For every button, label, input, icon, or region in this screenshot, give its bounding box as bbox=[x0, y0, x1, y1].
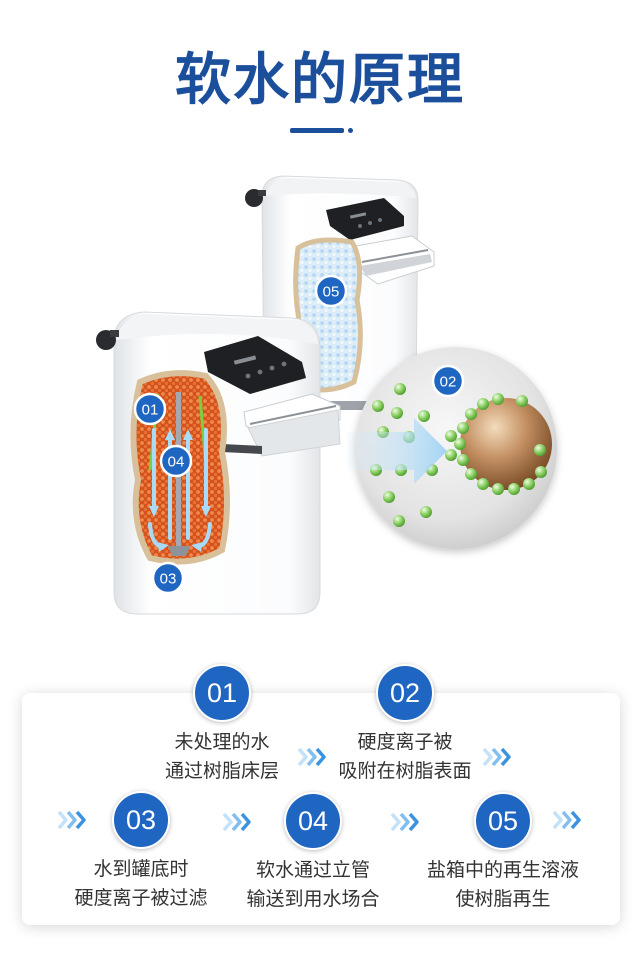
step-description: 盐箱中的再生溶液 使树脂再生 bbox=[403, 856, 603, 914]
flow-turn-arrow bbox=[191, 522, 212, 552]
hardness-ion bbox=[457, 454, 469, 466]
salt-tank-control-panel bbox=[326, 198, 404, 240]
diagram-marker-03: 03 bbox=[151, 561, 185, 595]
diagram-marker-02: 02 bbox=[431, 364, 465, 398]
diagram-marker-04: 04 bbox=[159, 444, 193, 478]
marker-label: 05 bbox=[323, 284, 340, 301]
step-description: 水到罐底时 硬度离子被过滤 bbox=[41, 855, 241, 913]
step-line: 硬度离子被过滤 bbox=[74, 888, 208, 909]
hardness-ion bbox=[477, 478, 489, 490]
hardness-ion bbox=[508, 483, 520, 495]
hardness-ion bbox=[465, 468, 477, 480]
marker-label: 03 bbox=[160, 571, 177, 588]
hardness-ion bbox=[535, 466, 547, 478]
triple-chevron-right-icon bbox=[297, 747, 326, 767]
step-number-badge: 01 bbox=[193, 664, 251, 722]
marker-label: 01 bbox=[142, 402, 159, 419]
hardness-ion bbox=[445, 430, 457, 442]
marker-label: 02 bbox=[440, 374, 457, 391]
triple-chevron-right-icon bbox=[482, 747, 511, 767]
softener-unit bbox=[96, 311, 341, 615]
hardness-ion bbox=[477, 398, 489, 410]
flow-arrow bbox=[347, 418, 447, 484]
step-05: 05 盐箱中的再生溶液 使树脂再生 bbox=[403, 792, 603, 914]
step-02: 02 硬度离子被 吸附在树脂表面 bbox=[305, 664, 505, 786]
step-line: 吸附在树脂表面 bbox=[338, 761, 472, 782]
hardness-ion bbox=[465, 408, 477, 420]
title-underline-dot bbox=[348, 128, 353, 133]
hardness-ion bbox=[383, 491, 395, 503]
step-line: 水到罐底时 bbox=[93, 859, 189, 880]
triple-chevron-right-icon bbox=[390, 812, 419, 832]
hardness-ion bbox=[454, 438, 466, 450]
softener-lid bbox=[116, 314, 318, 344]
softener-drawer bbox=[222, 393, 341, 457]
resin-bead bbox=[460, 398, 552, 490]
hardness-ion bbox=[492, 483, 504, 495]
softener-control-panel bbox=[204, 336, 306, 394]
triple-chevron-right-icon bbox=[552, 810, 581, 830]
step-description: 未处理的水 通过树脂床层 bbox=[122, 728, 322, 786]
step-line: 使树脂再生 bbox=[455, 889, 551, 910]
diagram-marker-05: 05 bbox=[314, 274, 348, 308]
hardness-ion bbox=[523, 478, 535, 490]
water-softener-illustration: 01 04 03 05 02 bbox=[96, 175, 557, 615]
step-04: 04 软水通过立管 输送到用水场合 bbox=[213, 792, 413, 914]
step-number-badge: 02 bbox=[376, 664, 434, 722]
hardness-ion bbox=[534, 444, 546, 456]
step-line: 输送到用水场合 bbox=[246, 889, 380, 910]
step-number-badge: 03 bbox=[112, 791, 170, 849]
hardness-ion bbox=[492, 393, 504, 405]
step-03: 03 水到罐底时 硬度离子被过滤 bbox=[41, 791, 241, 913]
step-line: 通过树脂床层 bbox=[164, 761, 279, 782]
step-line: 盐箱中的再生溶液 bbox=[426, 860, 579, 881]
step-01: 01 未处理的水 通过树脂床层 bbox=[122, 664, 322, 786]
hardness-ion bbox=[516, 395, 528, 407]
step-line: 软水通过立管 bbox=[255, 860, 370, 881]
hardness-ion bbox=[420, 506, 432, 518]
resin-bead-zoom bbox=[355, 347, 557, 549]
triple-chevron-right-icon bbox=[57, 810, 86, 830]
step-line: 硬度离子被 bbox=[357, 732, 453, 753]
flow-turn-arrow bbox=[148, 522, 169, 552]
triple-chevron-right-icon bbox=[222, 812, 251, 832]
hardness-ion bbox=[445, 449, 457, 461]
bottom-distributor bbox=[168, 546, 190, 556]
step-number-badge: 04 bbox=[284, 792, 342, 850]
hardness-ion bbox=[391, 407, 403, 419]
title-underline bbox=[290, 128, 344, 133]
hardness-ion bbox=[394, 383, 406, 395]
hardness-ion bbox=[457, 422, 469, 434]
step-description: 软水通过立管 输送到用水场合 bbox=[213, 856, 413, 914]
salt-tank-lid bbox=[264, 178, 416, 198]
diagram-marker-01: 01 bbox=[133, 392, 167, 426]
page-title: 软水的原理 bbox=[175, 48, 465, 111]
hardness-ion bbox=[393, 515, 405, 527]
step-line: 未处理的水 bbox=[174, 732, 270, 753]
hardness-ion bbox=[418, 410, 430, 422]
step-description: 硬度离子被 吸附在树脂表面 bbox=[305, 728, 505, 786]
hardness-ion bbox=[372, 400, 384, 412]
step-number-badge: 05 bbox=[474, 792, 532, 850]
marker-label: 04 bbox=[168, 454, 185, 471]
